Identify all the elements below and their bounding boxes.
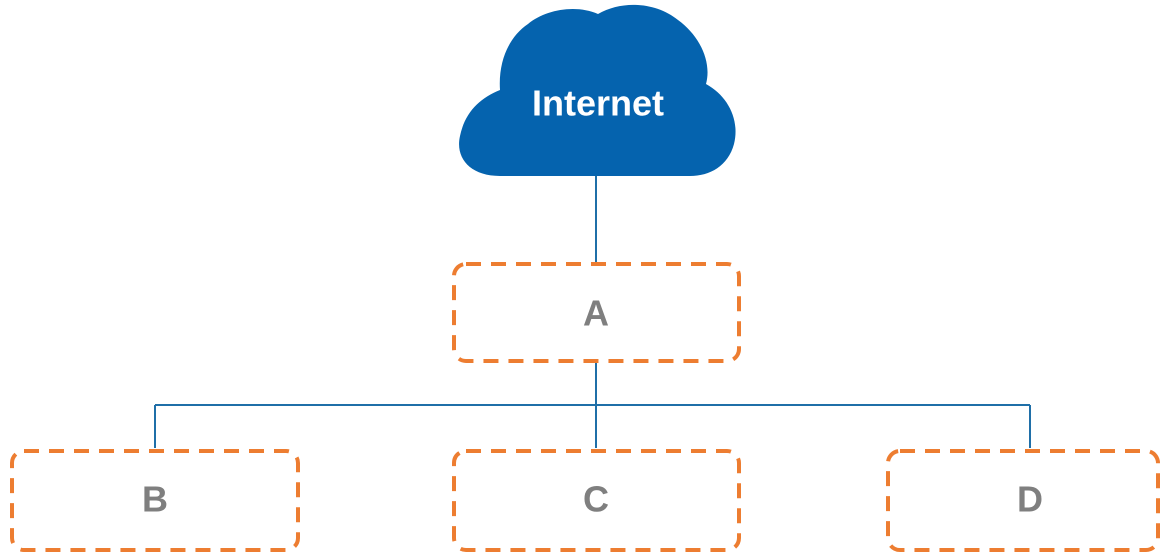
node-c-label: C bbox=[583, 479, 609, 520]
internet-cloud: Internet bbox=[459, 4, 736, 176]
node-b: B bbox=[10, 449, 300, 552]
node-a-label: A bbox=[583, 293, 609, 334]
node-a: A bbox=[452, 262, 741, 363]
node-d: D bbox=[886, 449, 1160, 552]
node-c: C bbox=[452, 449, 741, 552]
node-a-box bbox=[452, 262, 741, 363]
node-b-label: B bbox=[142, 479, 168, 520]
node-d-box bbox=[886, 449, 1160, 552]
node-b-box bbox=[10, 449, 300, 552]
node-c-box bbox=[452, 449, 741, 552]
cloud-icon bbox=[459, 4, 736, 176]
connectors bbox=[154, 176, 1031, 448]
cloud-label: Internet bbox=[532, 83, 664, 124]
node-d-label: D bbox=[1017, 479, 1043, 520]
